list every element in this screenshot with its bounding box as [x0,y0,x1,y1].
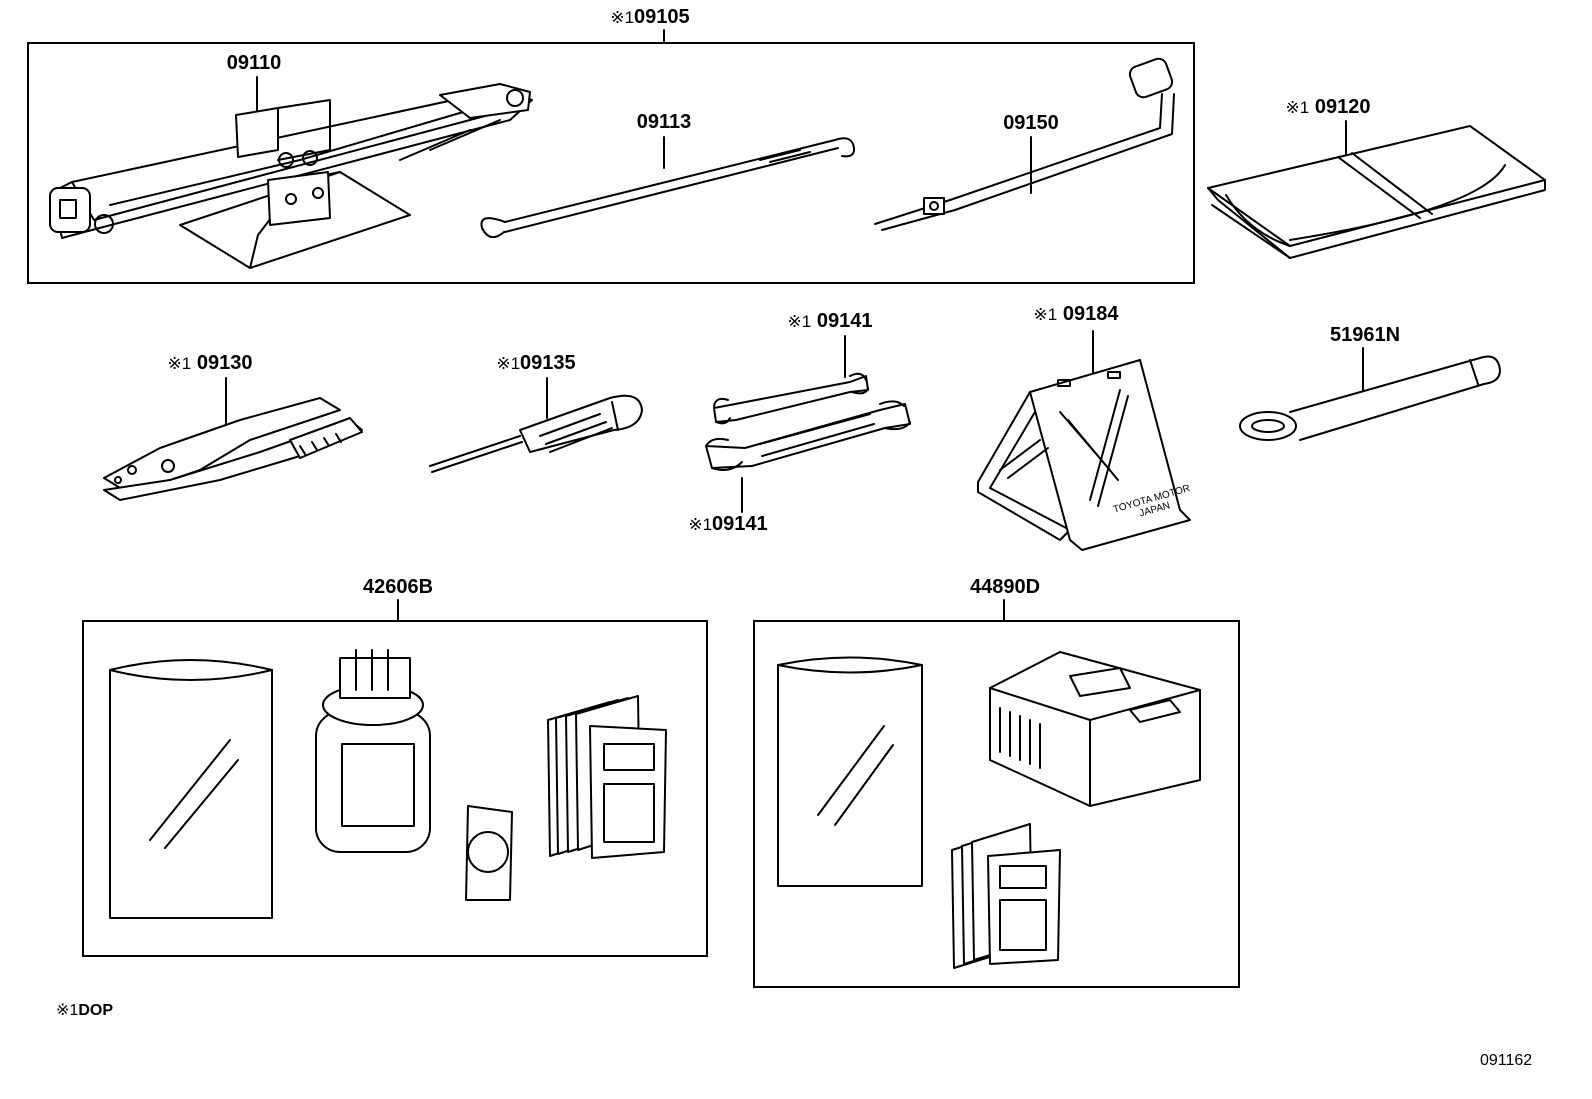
label-09113: 09113 [636,111,692,133]
label-09110: 09110 [226,52,282,74]
wrench-09141-bottom [706,401,910,470]
label-09120: ※1 09120 [1285,96,1371,118]
tool-bag-09120 [1208,126,1545,258]
screwdriver-09135 [430,396,642,472]
label-09135: ※109135 [496,352,576,374]
label-09150: 09150 [1003,112,1059,134]
jack-handle-hook-09113 [481,138,854,237]
footnote-dop: ※1DOP [56,1002,113,1019]
label-09184: ※1 09184 [1033,303,1119,325]
label-42606B: 42606B [362,576,434,598]
warning-triangle-09184 [978,360,1190,550]
wrench-09141-top [714,374,868,424]
scissor-jack-09110 [50,84,532,268]
label-09130: ※1 09130 [167,352,253,374]
repair-kit-42606B-contents [110,650,666,918]
kit-09105-frame [27,42,1195,284]
label-51961N: 51961N [1329,324,1401,346]
jack-handle-09150 [875,56,1174,230]
label-09105: ※109105 [610,6,690,28]
label-44890D: 44890D [969,576,1041,598]
label-09141-top: ※1 09141 [787,310,873,332]
leader-lines [226,30,1363,620]
pliers-09130 [104,398,362,500]
repair-kit-42606b-frame [82,620,708,957]
compressor-44890D-contents [778,652,1200,968]
diagram-id: 091162 [1480,1052,1533,1069]
compressor-44890d-frame [753,620,1240,988]
tow-eye-51961N [1240,357,1500,441]
label-09141-bottom: ※109141 [688,513,768,535]
